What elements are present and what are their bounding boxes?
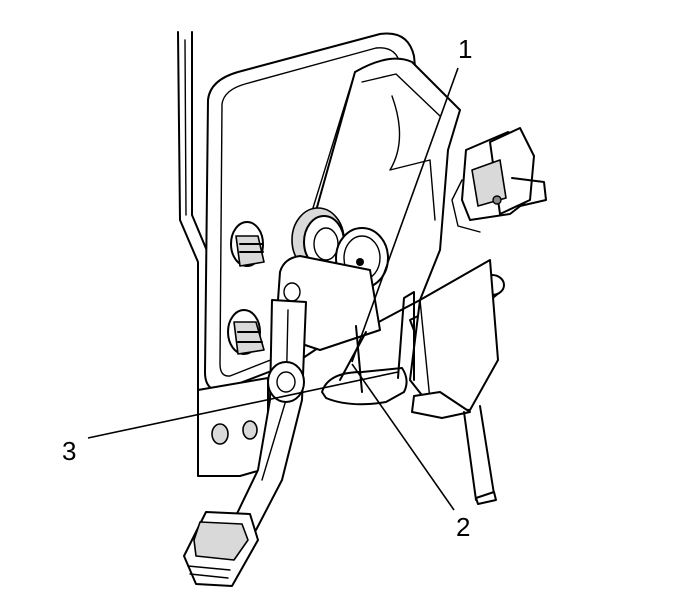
leader-line-3 [87, 371, 399, 439]
callout-leaders [87, 67, 459, 511]
upper-mounting-bolt [230, 221, 265, 267]
lower-right-plate [409, 259, 499, 419]
callout-3: 3 [62, 436, 76, 466]
brake-warning-switch [451, 127, 547, 233]
lower-bracket [197, 377, 269, 477]
bracket-hole [242, 420, 258, 440]
bracket-hole [211, 423, 229, 445]
leader-line-1 [351, 67, 459, 363]
pedal-arm [231, 299, 307, 531]
callout-1: 1 [458, 34, 472, 64]
apply-cable [463, 405, 497, 505]
callout-labels: 1 2 3 [62, 34, 472, 542]
leader-line-2 [351, 363, 455, 511]
return-spring [321, 291, 415, 406]
pedal-pad [183, 511, 259, 587]
callout-2: 2 [456, 512, 470, 542]
lower-mounting-bolt [227, 309, 265, 355]
pedal-pivot [267, 361, 305, 403]
